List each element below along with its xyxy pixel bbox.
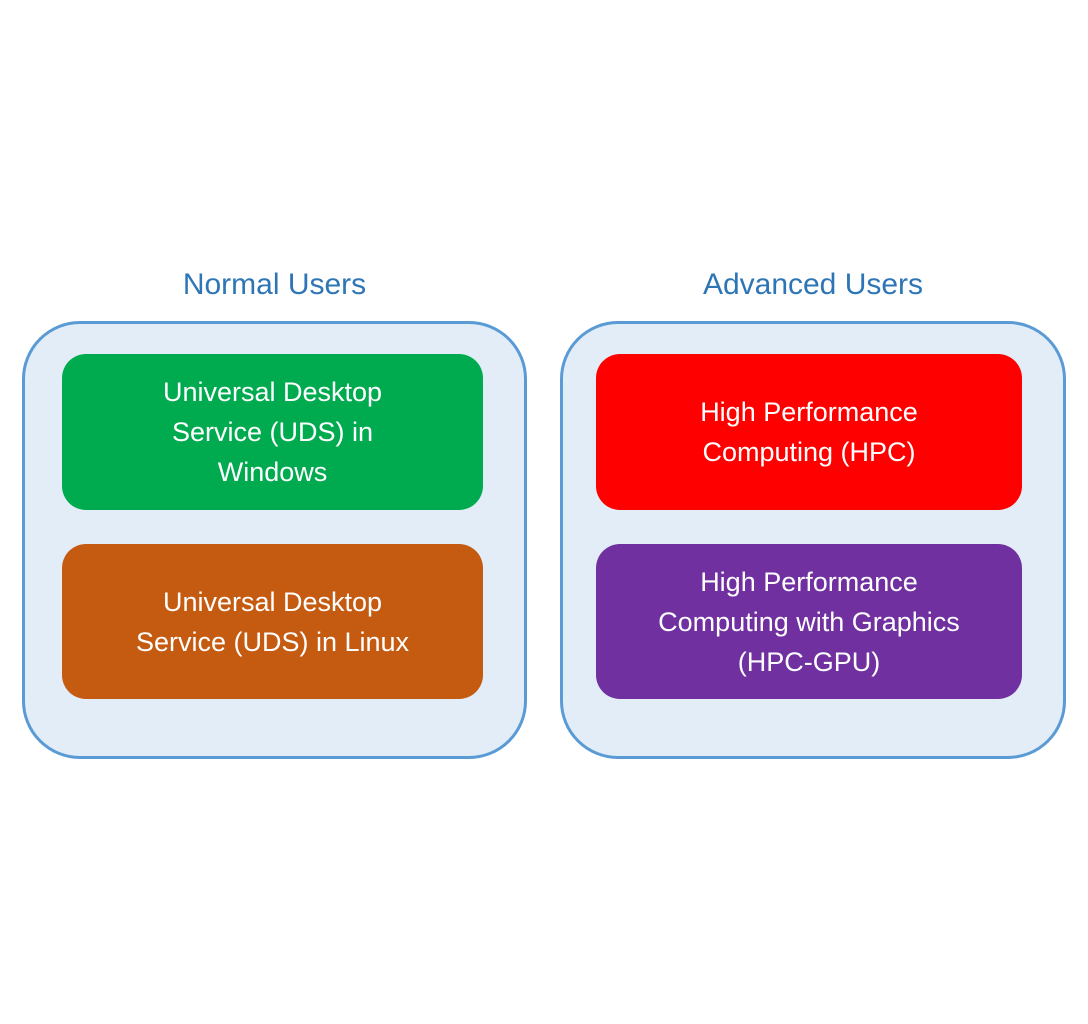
node-text-line: High Performance <box>700 397 918 427</box>
node-text-line: Service (UDS) in <box>171 417 374 447</box>
node-text-line: (HPC-GPU) <box>737 646 881 677</box>
group-title-advanced-users: Advanced Users <box>702 268 924 301</box>
node-uds-linux: Universal Desktop Service (UDS) in Linux <box>62 544 483 699</box>
node-uds-windows: Universal Desktop Service (UDS) in Windo… <box>62 354 483 510</box>
node-text-line: Computing with Graphics <box>658 606 960 637</box>
node-text-line: Service (UDS) in Linux <box>135 626 410 657</box>
node-hpc-gpu: High Performance Computing with Graphics… <box>596 544 1022 699</box>
node-text-line: Windows <box>217 457 328 487</box>
node-text-line: High Performance <box>700 566 918 597</box>
node-text-line: Universal Desktop <box>162 377 383 407</box>
node-text-line: Computing (HPC) <box>702 437 916 467</box>
node-hpc: High Performance Computing (HPC) <box>596 354 1022 510</box>
group-title-normal-users: Normal Users <box>182 268 367 301</box>
node-text-line: Universal Desktop <box>162 586 383 617</box>
